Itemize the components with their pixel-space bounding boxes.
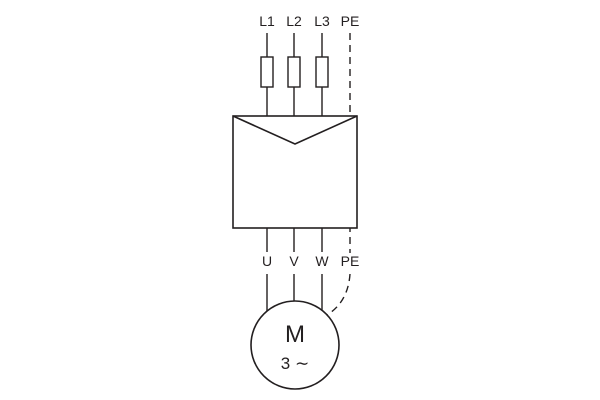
fuse-l3-icon — [315, 56, 329, 88]
supply-lines — [266, 33, 323, 57]
motor-phase: 3 ∼ — [281, 354, 309, 373]
label-w: W — [315, 253, 329, 269]
label-pe-bottom: PE — [341, 253, 360, 269]
chevron-icon — [232, 115, 358, 145]
top-labels: L1 L2 L3 PE — [259, 13, 359, 29]
controller-box — [232, 115, 358, 229]
pe-dashed-curve — [326, 273, 351, 316]
box-to-label-lines — [266, 228, 323, 252]
label-u: U — [262, 253, 272, 269]
motor-letter: M — [285, 321, 305, 348]
label-pe-top: PE — [341, 13, 360, 29]
motor-labels: M 3 ∼ — [281, 321, 309, 373]
fuse-l2-icon — [287, 56, 301, 88]
label-l1: L1 — [259, 13, 275, 29]
label-v: V — [289, 253, 299, 269]
label-l3: L3 — [314, 13, 330, 29]
fuse-to-box-lines — [266, 87, 323, 116]
fuse-l1-icon — [260, 56, 274, 88]
motor-symbol — [250, 300, 340, 390]
bottom-labels: U V W PE — [262, 253, 359, 269]
fuse-group — [260, 56, 329, 88]
label-l2: L2 — [286, 13, 302, 29]
